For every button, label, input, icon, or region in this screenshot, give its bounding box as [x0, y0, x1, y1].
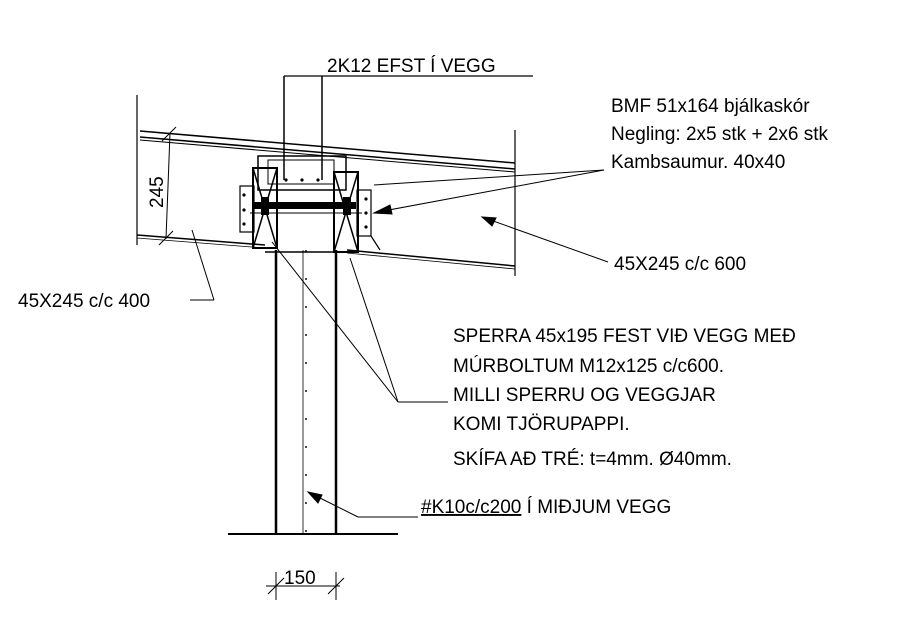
rafter-left — [136, 234, 266, 249]
wall-mesh-text: Í MIÐJUM VEGG — [521, 497, 671, 518]
roof-deck — [136, 95, 516, 276]
bmf-label-line3: Kambsaumur. 40x40 — [611, 152, 785, 173]
beam-left-label: 45X245 c/c 400 — [18, 291, 150, 312]
bmf-label-line1: BMF 51x164 bjálkaskór — [611, 96, 810, 117]
rafter-right — [346, 249, 516, 270]
dimension-150 — [266, 572, 345, 600]
dimension-150-label: 150 — [284, 568, 316, 589]
anchor-bolt — [250, 197, 362, 215]
bmf-label-line2: Negling: 2x5 stk + 2x6 stk — [611, 124, 829, 145]
note-line-1: SPERRA 45x195 FEST VIÐ VEGG MEÐ — [453, 326, 796, 347]
top-rebar-hook — [283, 75, 533, 180]
note-line-3: MILLI SPERRU OG VEGGJAR — [453, 385, 716, 406]
concrete-wall — [228, 250, 398, 535]
wall-mesh-rebar — [302, 250, 307, 534]
wall-mesh-label: #K10c/c200 Í MIÐJUM VEGG — [421, 497, 671, 518]
wall-mesh-code: #K10c/c200 — [421, 497, 521, 518]
note-line-4: KOMI TJÖRUPAPPI. — [453, 414, 630, 435]
leader-lines — [190, 169, 609, 518]
joist-hanger-right — [333, 171, 381, 253]
dimension-245 — [158, 126, 177, 246]
dimension-245-label: 245 — [147, 176, 168, 208]
note-line-5: SKÍFA AÐ TRÉ: t=4mm. Ø40mm. — [453, 449, 732, 470]
rebar-top-label: 2K12 EFST Í VEGG — [327, 56, 496, 77]
note-line-2: MÚRBOLTUM M12x125 c/c600. — [453, 355, 724, 377]
beam-right-label: 45X245 c/c 600 — [614, 254, 746, 275]
